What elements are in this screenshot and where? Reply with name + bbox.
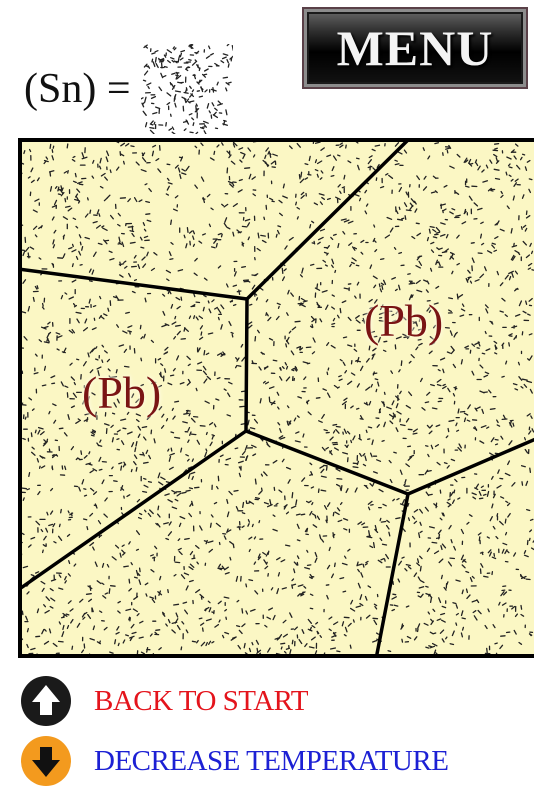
tin-speckles	[18, 138, 534, 658]
grain-fill-background	[18, 138, 534, 658]
grain-boundary	[244, 297, 534, 496]
menu-button[interactable]: MENU	[302, 7, 528, 89]
sn-legend-label: (Sn) =	[24, 66, 131, 112]
sn-legend: (Sn) =	[24, 44, 233, 134]
grain-boundary	[374, 492, 410, 658]
grain-boundaries	[18, 138, 534, 658]
grain-boundary	[18, 429, 248, 592]
grain-label-pb-left: (Pb)	[82, 367, 162, 418]
decrease-temperature-link[interactable]: DECREASE TEMPERATURE	[20, 735, 449, 787]
up-arrow-circle-icon	[21, 676, 71, 726]
grain-label-pb-right: (Pb)	[364, 295, 444, 346]
back-to-start-link[interactable]: BACK TO START	[20, 675, 308, 727]
decrease-temperature-label: DECREASE TEMPERATURE	[94, 744, 449, 777]
down-arrow-circle-icon	[21, 736, 71, 786]
panel-border	[18, 138, 534, 658]
back-to-start-label: BACK TO START	[94, 684, 308, 717]
microstructure-panel: (Pb) (Pb)	[18, 138, 534, 658]
sn-legend-swatch	[140, 44, 233, 134]
